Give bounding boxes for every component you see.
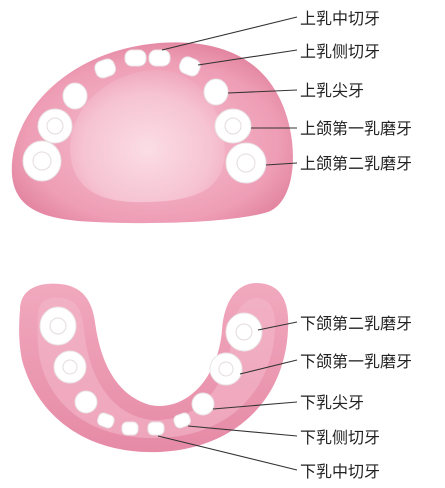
lower-central-incisor-right [122,422,138,435]
lower-first-molar-left [210,353,242,385]
leader-upper-central-incisor [162,17,297,50]
upper-central-incisor-right [125,50,146,66]
label-upper-canine: 上乳尖牙 [300,81,364,100]
label-upper-lateral-incisor: 上乳侧切牙 [300,42,380,61]
upper-jaw: 上乳中切牙 上乳侧切牙 上乳尖牙 上颌第一乳磨牙 上颌第二乳磨牙 [12,9,412,223]
upper-first-molar-left [215,109,251,143]
lower-first-molar-right [54,351,86,383]
lower-jaw: 下颌第二乳磨牙 下颌第一乳磨牙 下乳尖牙 下乳侧切牙 下乳中切牙 [19,283,412,481]
upper-canine-right [63,83,87,109]
label-lower-first-molar: 下颌第一乳磨牙 [300,352,412,371]
upper-canine-left [204,79,228,105]
lower-canine-left [192,393,214,415]
lower-central-incisor-left [148,422,164,435]
label-lower-central-incisor: 下乳中切牙 [300,462,380,481]
lower-second-molar-right [40,307,76,345]
label-lower-lateral-incisor: 下乳侧切牙 [300,428,380,447]
leader-lower-central-incisor [158,436,297,470]
upper-second-molar-left [226,143,266,183]
label-upper-second-molar: 上颌第二乳磨牙 [300,154,412,173]
label-lower-second-molar: 下颌第二乳磨牙 [300,314,412,333]
upper-central-incisor-left [149,50,170,66]
label-upper-central-incisor: 上乳中切牙 [300,9,380,28]
lower-canine-right [75,391,97,413]
upper-first-molar-right [38,109,72,143]
upper-second-molar-right [23,141,61,181]
label-lower-canine: 下乳尖牙 [300,393,364,412]
label-upper-first-molar: 上颌第一乳磨牙 [300,119,412,138]
lower-second-molar-left [226,313,262,351]
